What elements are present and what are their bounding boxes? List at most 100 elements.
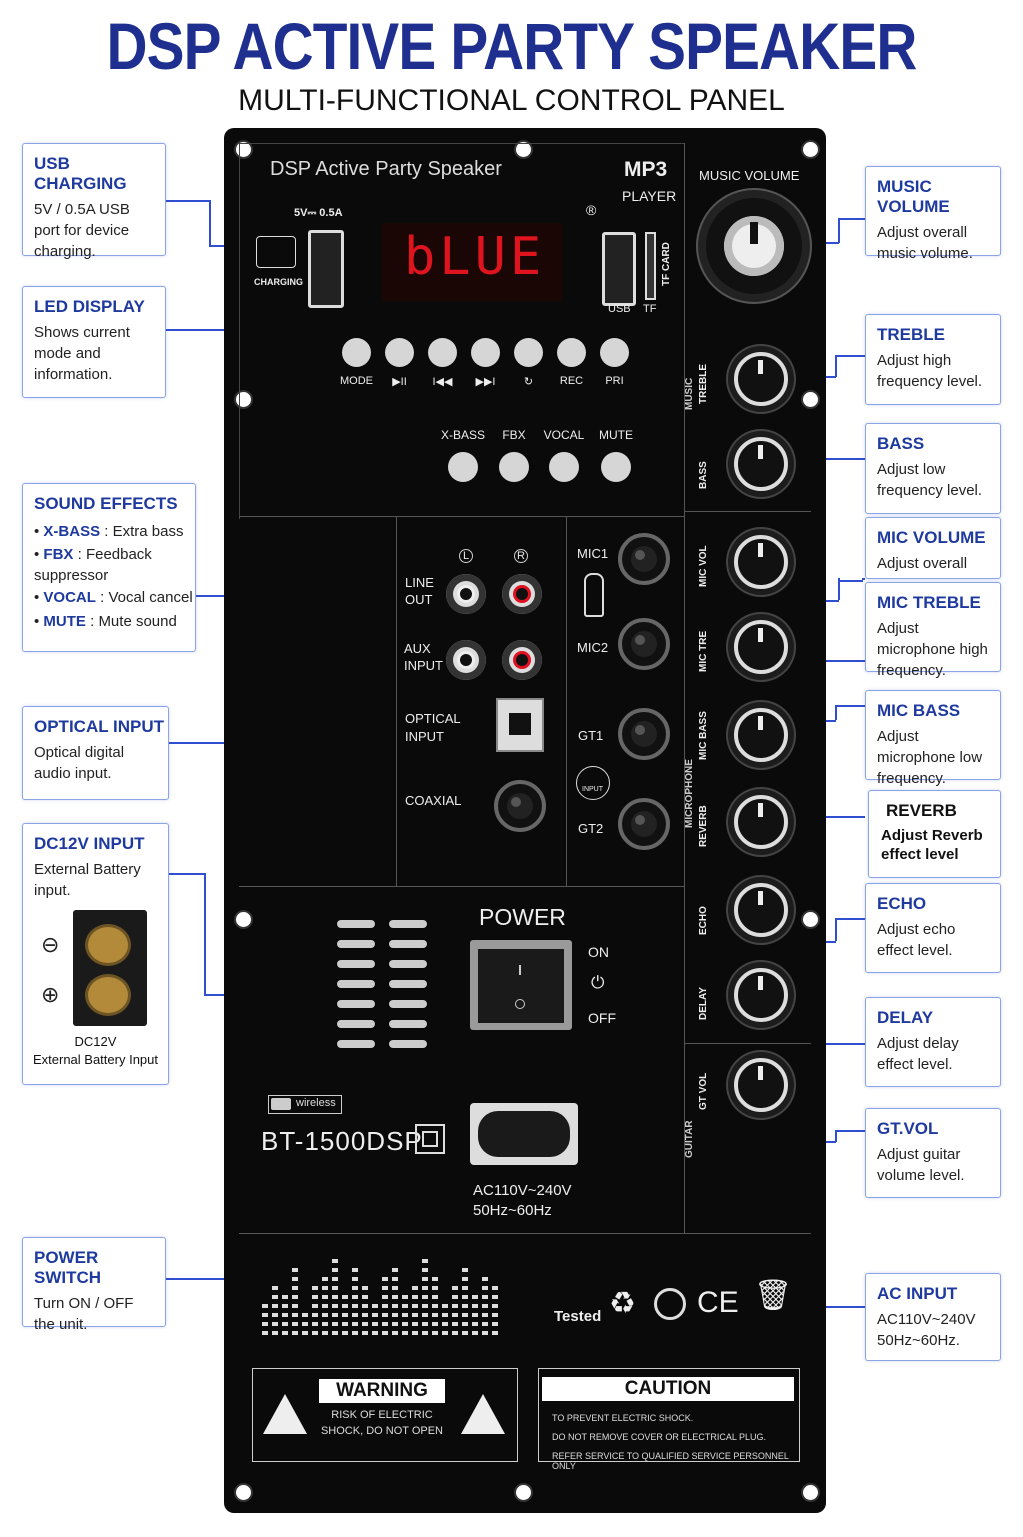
section-divider <box>239 1233 811 1234</box>
usb-port[interactable] <box>602 232 636 306</box>
eq-segment <box>272 1331 278 1335</box>
previous-button[interactable] <box>428 338 457 367</box>
gt-vol-knob[interactable] <box>734 1058 788 1112</box>
line-out-right-jack[interactable] <box>502 574 542 614</box>
mic-vol-knob[interactable] <box>734 535 788 589</box>
eq-segment <box>452 1304 458 1308</box>
rec-button[interactable] <box>557 338 586 367</box>
eq-segment <box>432 1322 438 1326</box>
callout-body: Shows current mode and information. <box>34 324 130 383</box>
eq-segment <box>432 1331 438 1335</box>
next-button[interactable] <box>471 338 500 367</box>
group-label-microphone: MICROPHONE <box>684 759 695 828</box>
eq-segment <box>382 1331 388 1335</box>
eq-segment <box>292 1304 298 1308</box>
mount-hole <box>514 1483 533 1502</box>
weee-bin-icon: 🗑 <box>754 1279 793 1312</box>
eq-segment <box>362 1295 368 1299</box>
eq-segment <box>432 1304 438 1308</box>
pri-button[interactable] <box>600 338 629 367</box>
eq-segment <box>412 1313 418 1317</box>
tested-label: Tested <box>554 1308 602 1325</box>
eq-segment <box>292 1277 298 1281</box>
eq-segment <box>372 1313 378 1317</box>
ac-inlet[interactable] <box>470 1103 578 1165</box>
eq-segment <box>302 1322 308 1326</box>
rohs-icon <box>654 1288 686 1320</box>
callout-usb-charging: USB CHARGING 5V / 0.5A USB port for devi… <box>22 143 166 260</box>
power-standby-icon: ⏻ <box>591 973 605 992</box>
eq-segment <box>452 1313 458 1317</box>
play-pause-button[interactable] <box>385 338 414 367</box>
reverb-knob[interactable] <box>734 795 788 849</box>
minus-icon: ⊖ <box>41 932 60 957</box>
eq-segment <box>412 1331 418 1335</box>
mic2-jack[interactable] <box>618 618 670 670</box>
list-item: • MUTE : Mute sound <box>34 613 177 630</box>
player-label: PLAYER <box>622 188 677 204</box>
eq-segment <box>362 1331 368 1335</box>
mic-tre-knob[interactable] <box>734 620 788 674</box>
treble-knob[interactable] <box>734 352 788 406</box>
control-panel: DSP Active Party Speaker MP3 PLAYER ® 5V… <box>224 128 826 1513</box>
eq-segment <box>352 1313 358 1317</box>
eq-segment <box>432 1277 438 1281</box>
coaxial-jack[interactable] <box>494 780 546 832</box>
eq-segment <box>362 1322 368 1326</box>
repeat-button[interactable] <box>514 338 543 367</box>
usb-charge-port[interactable] <box>308 230 344 308</box>
eq-segment <box>482 1304 488 1308</box>
tf-card-slot[interactable] <box>645 232 656 300</box>
aux-right-jack[interactable] <box>502 640 542 680</box>
x-bass-button[interactable] <box>448 452 478 482</box>
eq-segment <box>442 1313 448 1317</box>
eq-segment <box>282 1304 288 1308</box>
gt1-jack[interactable] <box>618 708 670 760</box>
callout-title: AC INPUT <box>877 1284 958 1303</box>
delay-knob[interactable] <box>734 968 788 1022</box>
mic-tre-label: MIC TRE <box>698 630 709 672</box>
echo-knob[interactable] <box>734 883 788 937</box>
eq-segment <box>422 1331 428 1335</box>
callout-title: BASS <box>877 434 925 453</box>
eq-segment <box>312 1331 318 1335</box>
gt2-jack[interactable] <box>618 798 670 850</box>
mic1-jack[interactable] <box>618 533 670 585</box>
fbx-button[interactable] <box>499 452 529 482</box>
eq-segment <box>482 1331 488 1335</box>
aux-left-jack[interactable] <box>446 640 486 680</box>
eq-segment <box>272 1286 278 1290</box>
power-switch[interactable] <box>470 940 572 1030</box>
mute-button[interactable] <box>601 452 631 482</box>
bass-knob[interactable] <box>734 437 788 491</box>
callout-reverb: REVERB Adjust Reverb effect level <box>868 790 1001 878</box>
next-label: ▶▶I <box>475 376 496 388</box>
led-display: bLUE <box>382 223 562 301</box>
mic-bass-knob[interactable] <box>734 708 788 762</box>
page-subtitle: MULTI-FUNCTIONAL CONTROL PANEL <box>238 84 785 117</box>
callout-body: Adjust high frequency level. <box>877 352 983 390</box>
mode-button[interactable] <box>342 338 371 367</box>
callout-title: MIC VOLUME <box>877 528 986 547</box>
eq-segment <box>482 1322 488 1326</box>
eq-segment <box>322 1331 328 1335</box>
vent-slot <box>337 1040 375 1048</box>
eq-segment <box>402 1304 408 1308</box>
eq-segment <box>392 1277 398 1281</box>
callout-treble: TREBLE Adjust high frequency level. <box>865 314 1001 405</box>
previous-label: I◀◀ <box>432 376 453 388</box>
optical-port[interactable] <box>496 698 544 752</box>
treble-label: TREBLE <box>698 364 709 404</box>
caution-box: CAUTION TO PREVENT ELECTRIC SHOCK. DO NO… <box>538 1368 800 1471</box>
led-display-text: bLUE <box>404 227 546 287</box>
section-divider <box>396 516 397 886</box>
vocal-button[interactable] <box>549 452 579 482</box>
model-label: BT-1500DSP <box>261 1126 423 1156</box>
callout-mic-treble: MIC TREBLE Adjust microphone high freque… <box>865 582 1001 679</box>
eq-segment <box>362 1304 368 1308</box>
list-item: • FBX : Feedback suppressor <box>34 546 152 584</box>
tf-card-label: TF CARD <box>661 242 672 286</box>
music-volume-knob[interactable] <box>706 198 802 294</box>
eq-segment <box>312 1313 318 1317</box>
line-out-left-jack[interactable] <box>446 574 486 614</box>
